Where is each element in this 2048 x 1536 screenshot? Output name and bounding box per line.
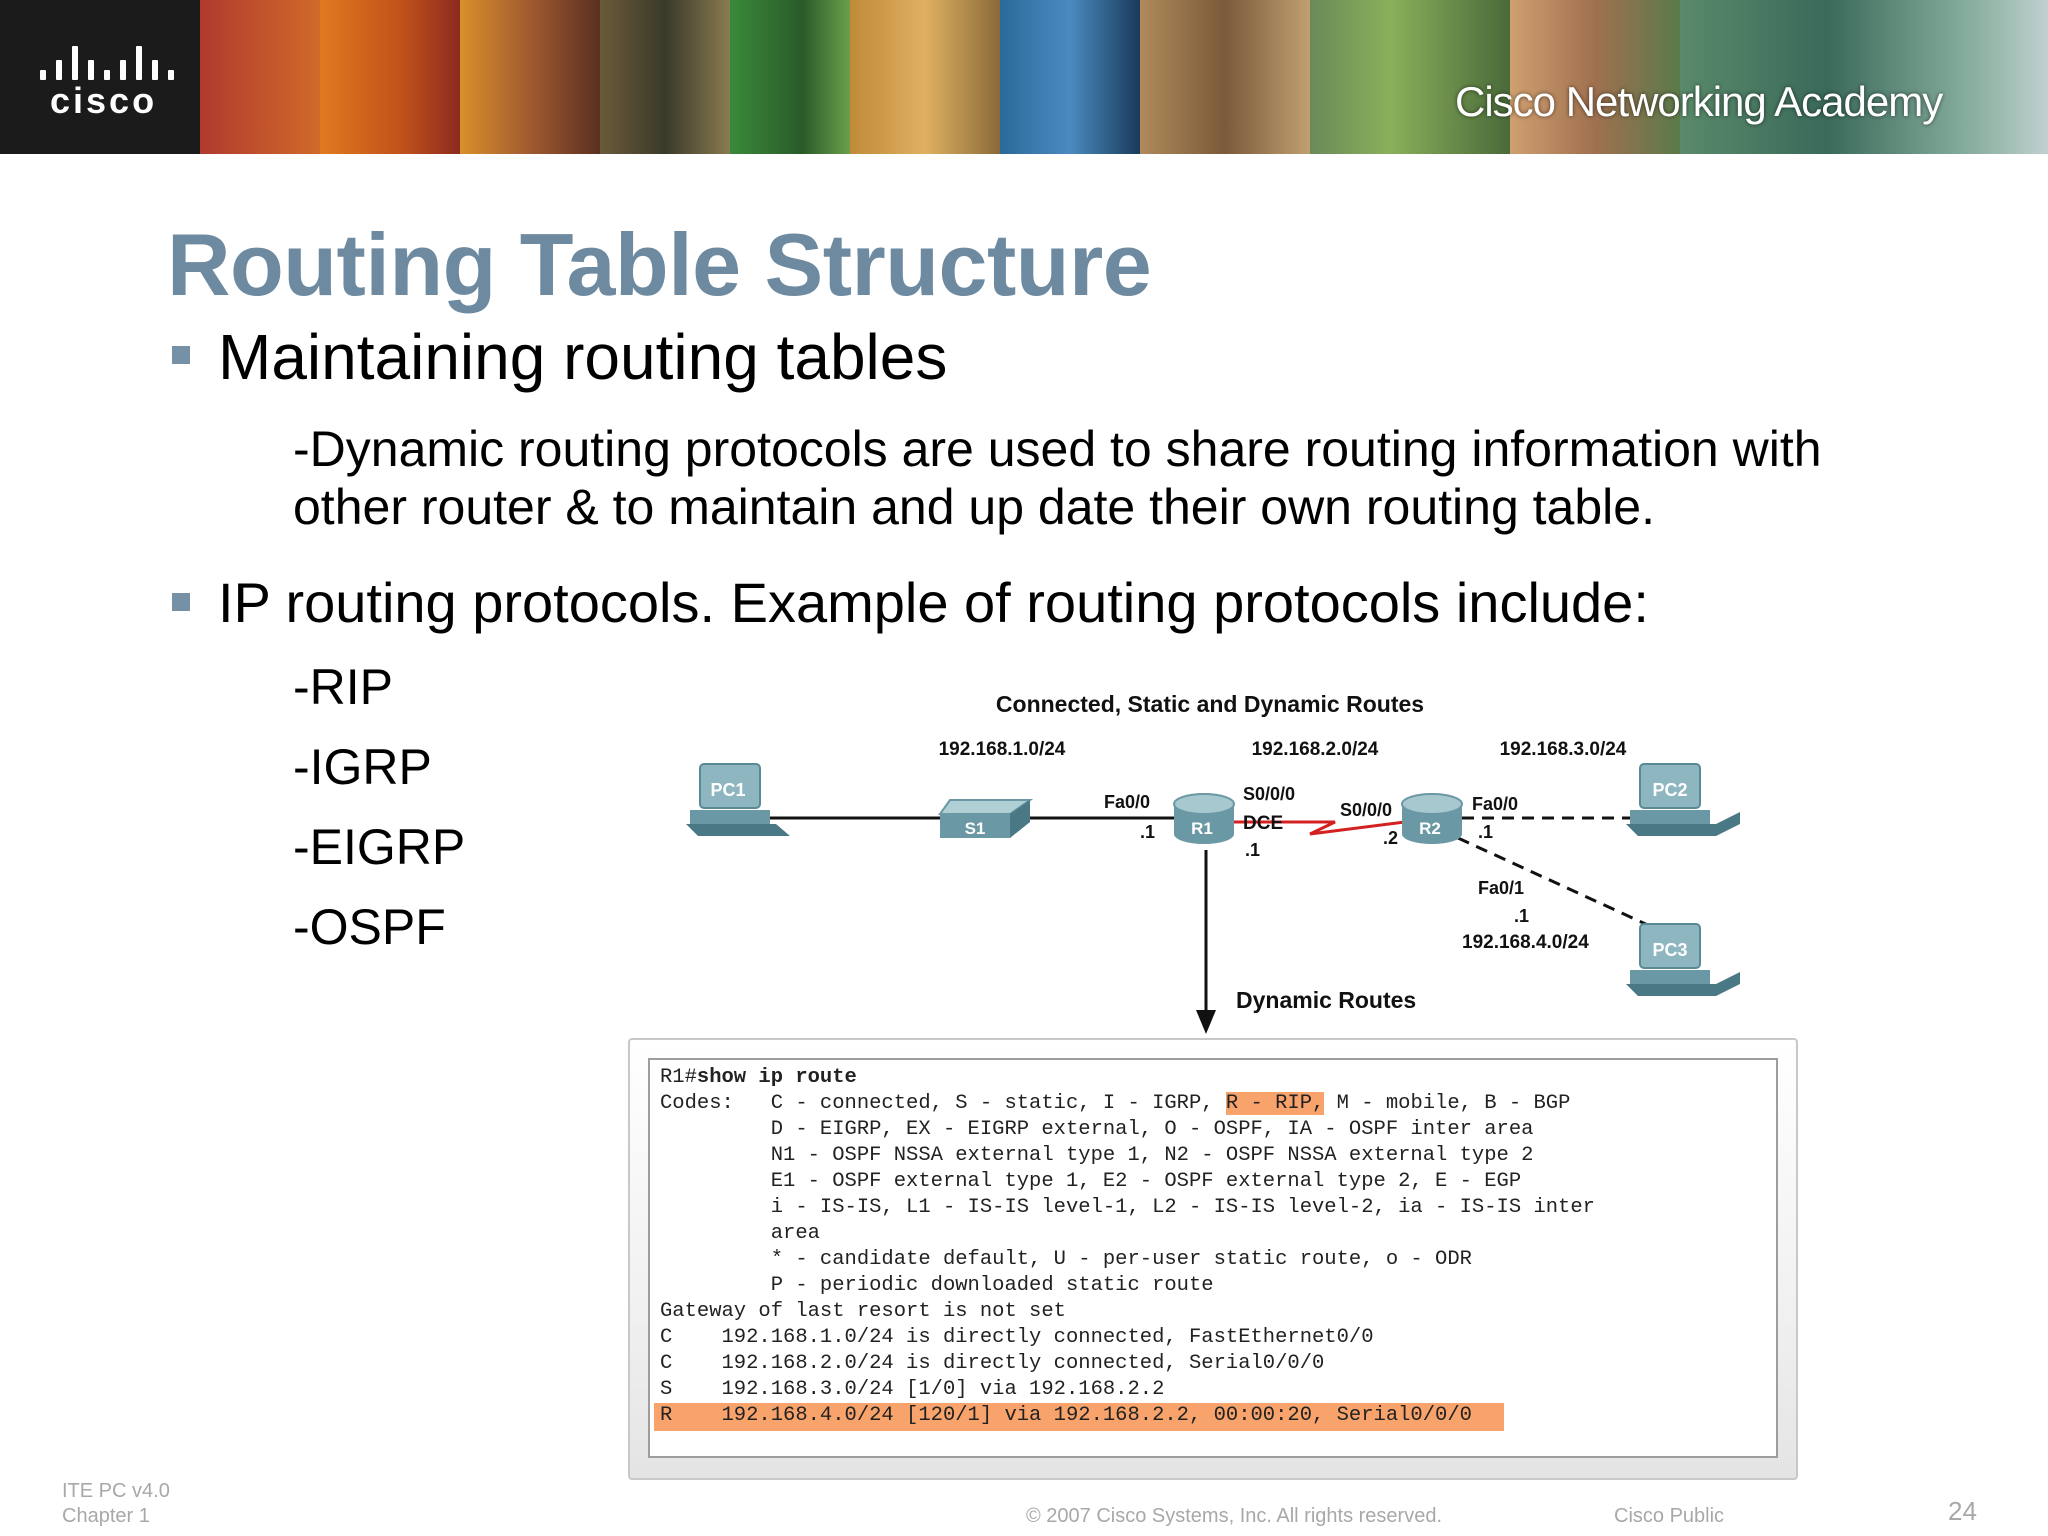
bullet-1-sub-line-2: other router & to maintain and up date t… [293,479,1655,535]
footer-chapter: Chapter 1 [62,1505,150,1527]
s1-label: S1 [965,819,986,838]
cli-codes-line-1: Codes: C - connected, S - static, I - IG… [660,1092,1570,1115]
r1-fa00-ip: .1 [1140,822,1155,842]
arrow-head-icon [1196,1010,1216,1034]
pc2-icon: PC2 [1626,763,1740,836]
banner-photo-4 [600,0,730,154]
banner-photo-5 [730,0,850,154]
cli-codes-line-1-a: Codes: C - connected, S - static, I - IG… [660,1092,1226,1115]
network-label-1: 192.168.1.0/24 [939,739,1066,760]
r2-s000-label: S0/0/0 [1340,800,1392,820]
route-entry: S 192.168.3.0/24 [1/0] via 192.168.2.2 [660,1378,1165,1401]
pc2-label: PC2 [1652,780,1687,800]
cli-codes-line-8: P - periodic downloaded static route [660,1274,1214,1297]
r1-label: R1 [1191,819,1213,838]
diagram-title: Connected, Static and Dynamic Routes [996,691,1424,717]
protocol-item: -RIP [293,659,393,715]
banner-photo-6 [850,0,1000,154]
cli-codes-line-2: D - EIGRP, EX - EIGRP external, O - OSPF… [660,1118,1534,1141]
footer-course: ITE PC v4.0 [62,1480,170,1502]
link-r2-pc3 [1457,836,1651,928]
cli-prompt: R1# [660,1066,697,1089]
network-label-4: 192.168.4.0/24 [1462,932,1589,953]
route-entry: C 192.168.1.0/24 is directly connected, … [660,1326,1374,1349]
rip-route-highlight [654,1403,1504,1431]
route-entry-rip: R 192.168.4.0/24 [120/1] via 192.168.2.2… [660,1404,1472,1427]
protocol-item: -EIGRP [293,819,466,875]
r2-s000-ip: .2 [1383,828,1398,848]
r2-fa01-ip: .1 [1514,906,1529,926]
cisco-logo-bars-icon [40,42,180,80]
cli-codes-line-6: area [660,1222,820,1245]
network-label-2: 192.168.2.0/24 [1252,739,1379,760]
academy-wordmark: Cisco Networking Academy [1455,78,1943,125]
bullet-1-text: Maintaining routing tables [218,321,948,393]
cli-codes-line-7: * - candidate default, U - per-user stat… [660,1248,1472,1271]
banner-photo-8 [1140,0,1310,154]
route-entry: C 192.168.2.0/24 is directly connected, … [660,1352,1325,1375]
cli-terminal: R1#show ip route Codes: C - connected, S… [648,1058,1778,1458]
slide-title: Routing Table Structure [167,215,1152,314]
cli-codes-line-3: N1 - OSPF NSSA external type 1, N2 - OSP… [660,1144,1534,1167]
banner-photo-11 [1680,0,2048,154]
network-label-3: 192.168.3.0/24 [1500,739,1627,760]
header-banner: cisco Cisco Networking Academy [0,0,2048,154]
r1-s000-label: S0/0/0 [1243,784,1295,804]
bullet-marker-2 [172,593,190,611]
banner-photo-3 [460,0,600,154]
banner-photo-10 [1510,0,1680,154]
cisco-logo: cisco [0,0,200,154]
footer-classification: Cisco Public [1614,1505,1725,1527]
cli-codes-line-5: i - IS-IS, L1 - IS-IS level-1, L2 - IS-I… [660,1196,1595,1219]
r2-fa00-label: Fa0/0 [1472,794,1518,814]
r1-s000-ip: .1 [1245,840,1260,860]
rip-code-highlight: R - RIP, [1225,1092,1325,1115]
cli-gateway-line: Gateway of last resort is not set [660,1300,1066,1323]
bullet-marker-1 [172,346,190,364]
dynamic-routes-label: Dynamic Routes [1236,987,1416,1013]
protocol-item: -IGRP [293,739,432,795]
banner-photo-2 [320,0,460,154]
pc1-label: PC1 [710,780,745,800]
pc1-icon: PC1 [686,763,790,836]
page-number: 24 [1948,1496,1977,1526]
cli-codes-line-4: E1 - OSPF external type 1, E2 - OSPF ext… [660,1170,1522,1193]
cli-command-line: R1#show ip route [660,1066,857,1089]
r2-fa00-ip: .1 [1478,822,1493,842]
bullet-1-sub-line-1: -Dynamic routing protocols are used to s… [293,421,1822,477]
footer-copyright: © 2007 Cisco Systems, Inc. All rights re… [1026,1505,1443,1527]
protocol-item: -OSPF [293,899,446,955]
r1-dce-label: DCE [1243,813,1283,834]
r2-label: R2 [1419,819,1441,838]
r1-fa00-label: Fa0/0 [1104,792,1150,812]
router-r1-icon: R1 [1173,793,1235,844]
bullet-2-text: IP routing protocols. Example of routing… [218,571,1649,634]
cisco-logo-word: cisco [50,80,158,121]
network-diagram: Connected, Static and Dynamic Routes 192… [686,691,1740,1034]
cli-codes-line-1-b: M - mobile, B - BGP [1324,1092,1571,1115]
cli-output-panel: R1#show ip route Codes: C - connected, S… [628,1038,1798,1480]
banner-photo-7 [1000,0,1140,154]
r2-fa01-label: Fa0/1 [1478,878,1524,898]
router-r2-icon: R2 [1401,793,1463,844]
banner-photo-1 [200,0,320,154]
pc3-label: PC3 [1652,940,1687,960]
pc3-icon: PC3 [1626,923,1740,996]
banner-photo-9 [1310,0,1510,154]
cli-command: show ip route [696,1066,857,1089]
switch-s1-icon: S1 [938,799,1034,838]
